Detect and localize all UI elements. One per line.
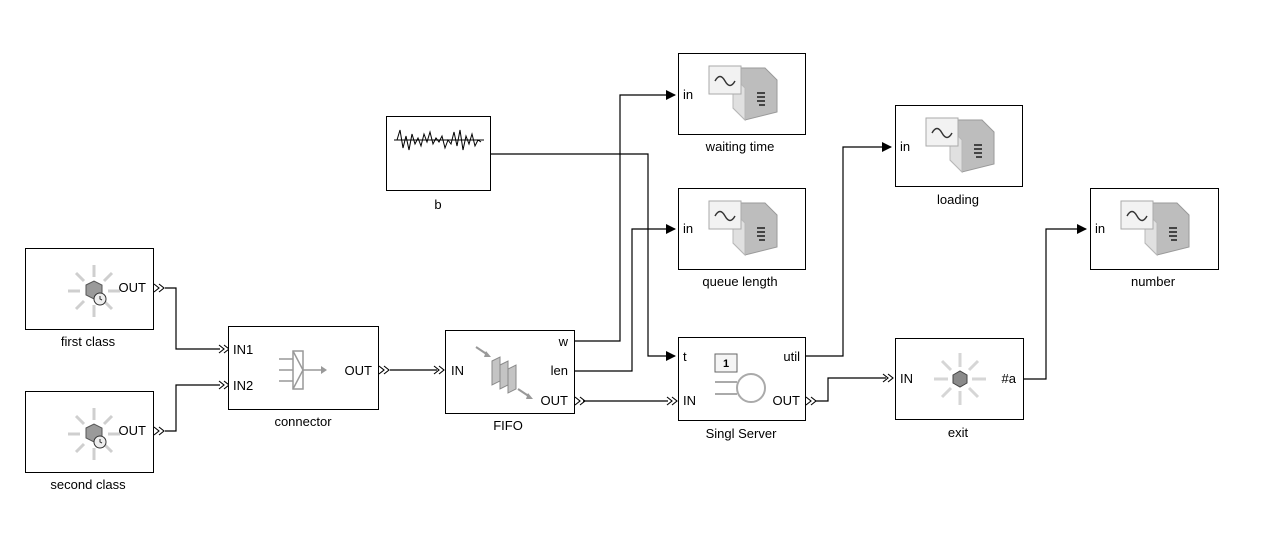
signal-line-w bbox=[575, 90, 676, 342]
waiting-time-in-port: in bbox=[683, 87, 694, 102]
single-server-icon: 1 bbox=[714, 353, 766, 403]
fifo-queue-block[interactable]: IN w len OUT bbox=[445, 330, 575, 414]
entity-generator-icon bbox=[68, 265, 120, 317]
server-out-port: OUT bbox=[772, 393, 800, 408]
fifo-w-port: w bbox=[558, 334, 568, 349]
signal-line-b bbox=[491, 153, 676, 361]
scope-icon bbox=[925, 117, 995, 174]
fifo-queue-icon bbox=[475, 346, 533, 399]
first-class-label: first class bbox=[60, 334, 116, 349]
scope-icon bbox=[708, 200, 778, 257]
fifo-in-port: IN bbox=[451, 363, 464, 378]
server-badge: 1 bbox=[723, 358, 729, 370]
loading-in-port: in bbox=[900, 139, 911, 154]
fifo-len-port: len bbox=[550, 363, 568, 378]
exit-count-port: #a bbox=[1001, 371, 1016, 386]
loading-scope-block[interactable]: in bbox=[895, 105, 1023, 187]
second-class-generator-block[interactable]: OUT bbox=[25, 391, 154, 473]
b-signal-block[interactable] bbox=[386, 116, 491, 191]
fifo-out-port: OUT bbox=[540, 393, 568, 408]
waiting-time-label: waiting time bbox=[705, 139, 775, 154]
connector-label: connector bbox=[274, 414, 332, 429]
connector-in1-port: IN1 bbox=[233, 342, 254, 357]
number-label: number bbox=[1130, 274, 1176, 289]
fifo-label: FIFO bbox=[493, 418, 523, 433]
number-scope-block[interactable]: in bbox=[1090, 188, 1219, 270]
scope-icon bbox=[708, 65, 778, 122]
entity-line-first-class bbox=[165, 287, 220, 350]
server-label: Singl Server bbox=[705, 426, 777, 441]
signal-noise-icon bbox=[394, 129, 484, 151]
exit-in-port: IN bbox=[900, 371, 913, 386]
entity-sink-icon bbox=[934, 353, 986, 405]
b-label: b bbox=[434, 197, 442, 212]
queue-length-scope-block[interactable]: in bbox=[678, 188, 806, 270]
single-server-block[interactable]: t IN util OUT 1 bbox=[678, 337, 806, 421]
first-class-generator-block[interactable]: OUT bbox=[25, 248, 154, 330]
exit-sink-block[interactable]: IN #a bbox=[895, 338, 1024, 420]
signal-line-len bbox=[575, 224, 676, 372]
exit-label: exit bbox=[947, 425, 969, 440]
second-class-out-port: OUT bbox=[118, 423, 146, 438]
connector-block[interactable]: IN1 IN2 OUT bbox=[228, 326, 379, 410]
server-t-port: t bbox=[683, 349, 687, 364]
signal-line-util bbox=[806, 142, 892, 357]
connector-out-port: OUT bbox=[344, 363, 372, 378]
number-in-port: in bbox=[1095, 221, 1106, 236]
waiting-time-scope-block[interactable]: in bbox=[678, 53, 806, 135]
first-class-out-port: OUT bbox=[118, 280, 146, 295]
scope-icon bbox=[1120, 200, 1190, 257]
signal-line-count bbox=[1024, 224, 1087, 380]
entity-line-server-exit bbox=[816, 377, 886, 402]
server-util-port: util bbox=[783, 349, 800, 364]
queue-length-label: queue length bbox=[702, 274, 778, 289]
path-combiner-icon bbox=[279, 350, 327, 390]
server-in-port: IN bbox=[683, 393, 696, 408]
queue-length-in-port: in bbox=[683, 221, 694, 236]
second-class-label: second class bbox=[50, 477, 126, 492]
connector-in2-port: IN2 bbox=[233, 378, 254, 393]
entity-generator-icon bbox=[68, 408, 120, 460]
entity-line-second-class bbox=[165, 384, 220, 432]
loading-label: loading bbox=[937, 192, 979, 207]
